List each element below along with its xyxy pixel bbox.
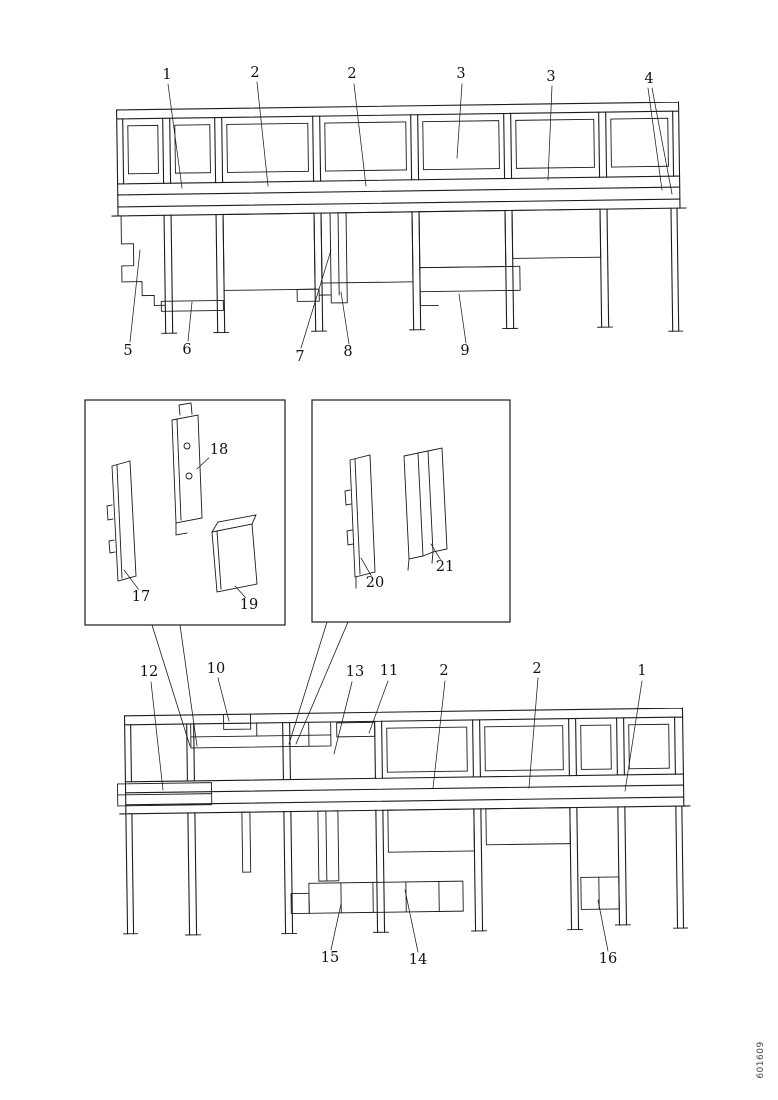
callout-part-1-bottom: 1 [636, 662, 648, 679]
drawing-number: 601609 [756, 1041, 766, 1079]
bottom-frame-view [117, 707, 691, 936]
callout-part-7: 7 [294, 348, 306, 365]
lower-tray [290, 880, 464, 914]
callout-part-2-bottom-b: 2 [531, 660, 543, 677]
bottom-frame-panels [241, 807, 571, 882]
callout-part-5: 5 [122, 342, 134, 359]
callout-part-19: 19 [238, 596, 260, 613]
callout-part-14: 14 [407, 951, 429, 968]
callout-part-6: 6 [181, 341, 193, 358]
callout-part-21: 21 [434, 558, 456, 575]
callout-part-17: 17 [130, 588, 152, 605]
detail-box-left [84, 399, 286, 626]
callout-part-10: 10 [205, 660, 227, 677]
callout-part-1-top: 1 [161, 66, 173, 83]
callout-part-2-top-b: 2 [346, 65, 358, 82]
callout-part-3-top-b: 3 [545, 68, 557, 85]
recessed-tray [190, 713, 376, 749]
detail-leader-funnels [151, 621, 349, 747]
callout-part-4: 4 [643, 70, 655, 87]
callout-part-9: 9 [459, 342, 471, 359]
left-foot-plate [160, 300, 224, 312]
callout-part-18: 18 [208, 441, 230, 458]
callout-part-12: 12 [138, 663, 160, 680]
callout-part-3-top-a: 3 [455, 65, 467, 82]
callout-part-8: 8 [342, 343, 354, 360]
callout-part-11: 11 [378, 662, 400, 679]
part-20-drawing [344, 454, 376, 589]
right-plate [419, 265, 521, 293]
callout-part-15: 15 [319, 949, 341, 966]
left-bracket-plate [117, 782, 213, 807]
detail-box-right [311, 399, 511, 623]
part-21-drawing [403, 447, 448, 571]
callout-part-16: 16 [597, 950, 619, 967]
callout-part-13: 13 [344, 663, 366, 680]
bottom-frame-windows [386, 723, 670, 773]
top-frame-windows [127, 117, 669, 175]
part-18-drawing [171, 402, 203, 536]
top-frame-view [111, 101, 687, 334]
callout-part-2-top-a: 2 [249, 64, 261, 81]
left-stepped-bracket [120, 215, 166, 306]
part-19-drawing [211, 514, 258, 593]
callout-part-20: 20 [364, 574, 386, 591]
part-17-drawing [106, 460, 137, 582]
middle-bracket [329, 212, 348, 304]
callout-part-2-bottom-a: 2 [438, 662, 450, 679]
top-frame-panels [222, 208, 602, 291]
bracket-16 [580, 876, 620, 910]
